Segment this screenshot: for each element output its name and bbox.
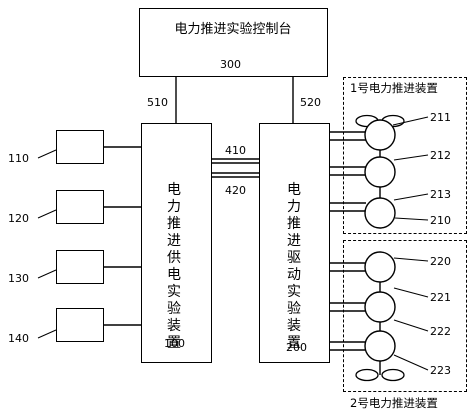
motor-icon [364, 197, 396, 229]
propulsion-group-1-frame [343, 77, 467, 234]
source-label-110: 110 [8, 152, 29, 165]
unit-label-221: 221 [430, 291, 451, 304]
motor-icon [364, 251, 396, 283]
control-console-box: 电力推进实验控制台 300 [139, 8, 328, 77]
motor-icon [364, 119, 396, 151]
source-label-120: 120 [8, 212, 29, 225]
unit-label-210: 210 [430, 214, 451, 227]
unit-label-211: 211 [430, 111, 451, 124]
propeller-icon [355, 368, 405, 382]
source-box [56, 308, 104, 342]
power-supply-label: 电力推进供电实验装置 [167, 182, 181, 351]
source-label-140: 140 [8, 332, 29, 345]
unit-label-223: 223 [430, 364, 451, 377]
control-console-number: 300 [220, 58, 241, 71]
propulsion-group-2-title: 2号电力推进装置 [350, 396, 438, 410]
motor-icon [364, 330, 396, 362]
propulsion-group-2-frame [343, 240, 467, 392]
control-console-title: 电力推进实验控制台 [174, 22, 292, 37]
bus-label-410: 410 [225, 144, 246, 157]
drive-number: 200 [286, 341, 307, 354]
link-label-520: 520 [300, 96, 321, 109]
power-supply-number: 100 [164, 337, 185, 350]
source-box [56, 190, 104, 224]
propulsion-group-1-title: 1号电力推进装置 [350, 81, 438, 95]
source-box [56, 130, 104, 164]
source-box [56, 250, 104, 284]
source-label-130: 130 [8, 272, 29, 285]
unit-label-212: 212 [430, 149, 451, 162]
motor-icon [364, 156, 396, 188]
drive-box: 电力推进驱动实验装置 200 [259, 123, 330, 363]
unit-label-220: 220 [430, 255, 451, 268]
motor-icon [364, 291, 396, 323]
link-label-510: 510 [147, 96, 168, 109]
drive-label: 电力推进驱动实验装置 [287, 182, 301, 351]
power-supply-box: 电力推进供电实验装置 100 [141, 123, 212, 363]
unit-label-213: 213 [430, 188, 451, 201]
bus-label-420: 420 [225, 184, 246, 197]
unit-label-222: 222 [430, 325, 451, 338]
